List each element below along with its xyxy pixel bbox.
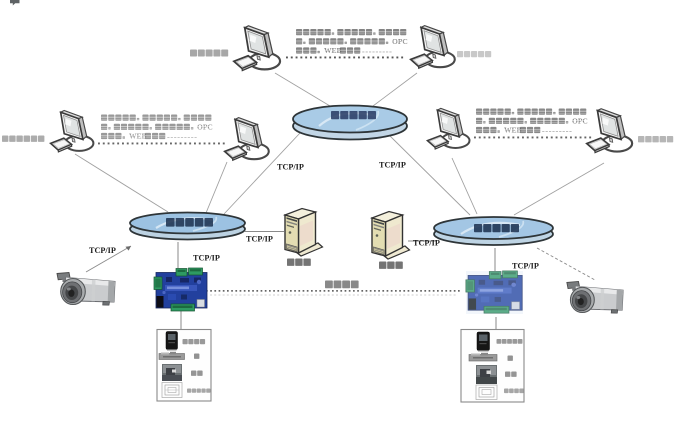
svg-text:TCP/IP: TCP/IP — [379, 161, 406, 170]
svg-text:TCP/IP: TCP/IP — [413, 239, 440, 248]
svg-text:TCP/IP: TCP/IP — [246, 235, 273, 244]
svg-text:TCP/IP: TCP/IP — [89, 246, 116, 255]
svg-text:TCP/IP: TCP/IP — [512, 262, 539, 271]
svg-text:TCP/IP: TCP/IP — [193, 254, 220, 263]
svg-text:TCP/IP: TCP/IP — [277, 163, 304, 172]
